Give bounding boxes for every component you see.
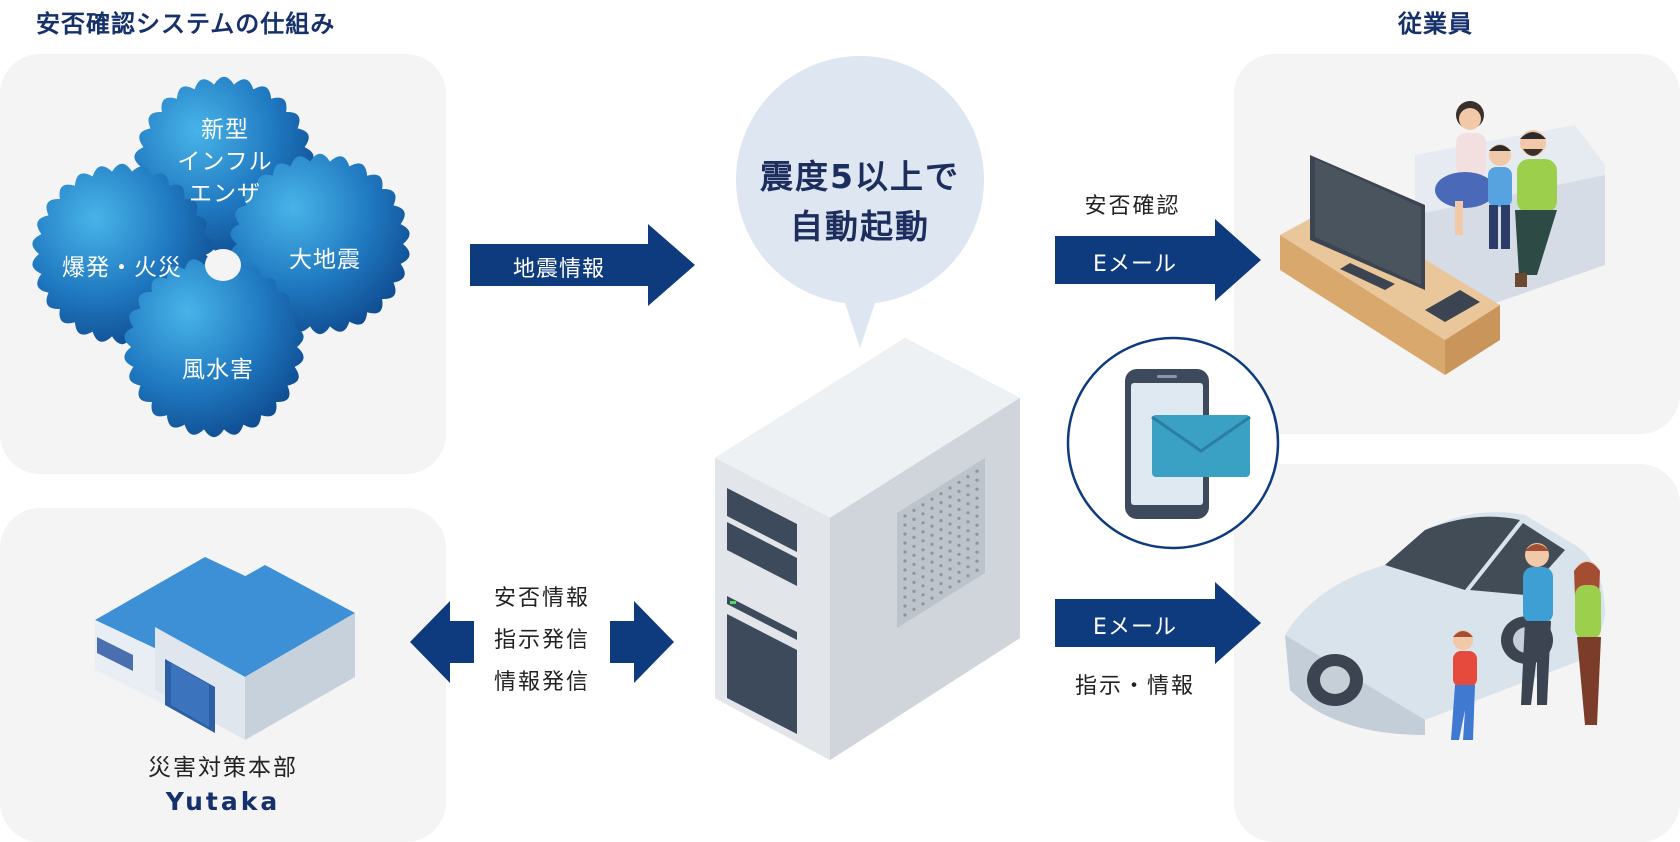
smartphone-email-icon [1066,336,1280,550]
hq-name: 災害対策本部 [148,755,298,781]
server-trigger-text: 震度5以上で 自動起動 [760,157,960,246]
disaster-bursts [32,76,410,438]
instruction-send-label: 指示発信 [493,628,590,653]
hq-brand: Yutaka [165,787,281,816]
diagram-title: 安否確認システムの仕組み [36,10,336,38]
hq-label: 災害対策本部 Yutaka [100,751,346,819]
email-top-label: Eメール [1093,252,1177,277]
server-tower [715,338,1020,760]
email-bottom-label: Eメール [1093,615,1177,640]
burst-wind-flood [124,256,304,438]
instructions-info-label: 指示・情報 [1074,674,1195,699]
right-arrow [610,601,674,683]
disaster-wind-flood: 風水害 [182,357,254,383]
disaster-explosion-fire: 爆発・火災 [62,255,182,281]
disaster-new-flu: 新型 インフル エンザ [177,117,273,207]
center-hole [205,249,241,281]
left-arrow [410,601,474,683]
safety-confirm-label: 安否確認 [1084,194,1181,219]
email-bottom-arrow [1055,582,1261,664]
family-car-illustration [1285,512,1605,740]
quake-info-arrow [470,224,695,306]
safety-info-label: 安否情報 [493,586,590,611]
disaster-earthquake: 大地震 [289,247,361,273]
info-send-label: 情報発信 [493,670,590,695]
hq-building [95,557,355,740]
family-home-illustration [1280,101,1605,375]
quake-info-label: 地震情報 [512,257,605,282]
bidirectional-labels: 安否情報 指示発信 情報発信 [474,578,610,704]
employees-title: 従業員 [1398,10,1473,38]
speech-bubble [736,56,984,348]
email-top-arrow [1055,219,1261,301]
